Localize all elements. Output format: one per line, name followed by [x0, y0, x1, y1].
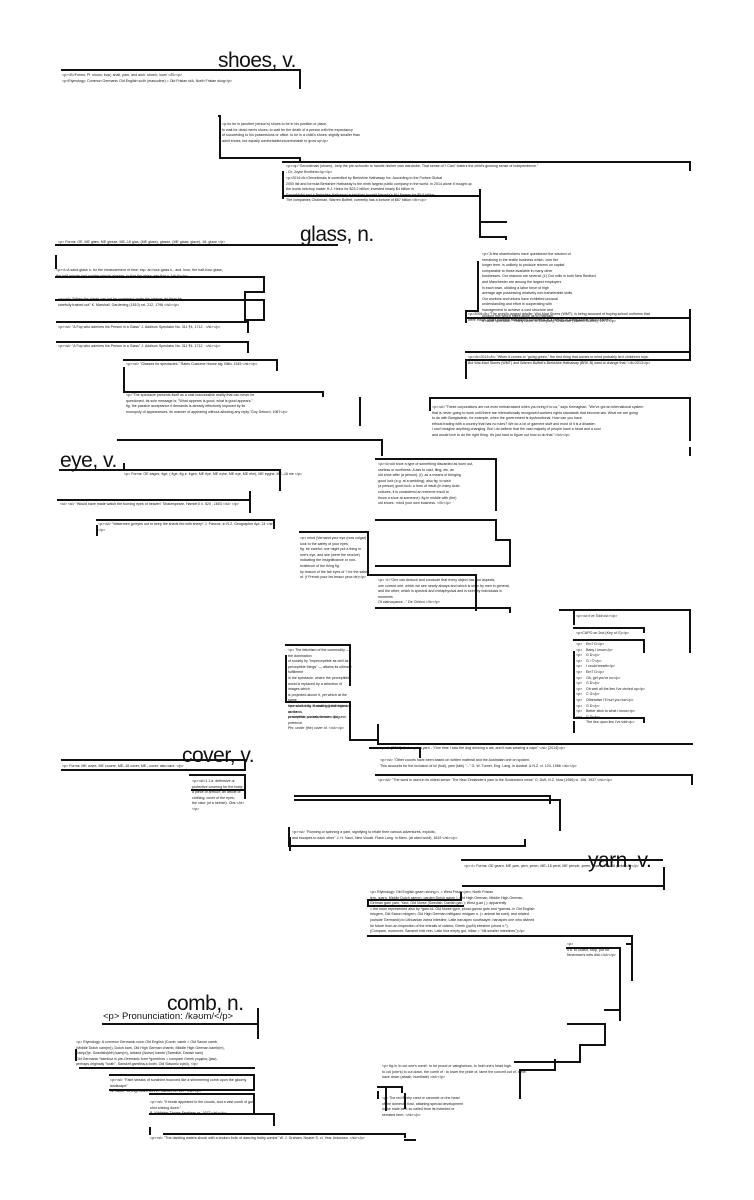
eye-sense-mind: <p> mind (Vernand your eye (now vulgar) … [300, 536, 368, 580]
comb-quote-whitaker: <p><sl> "It break appeared in the clouds… [150, 1100, 255, 1116]
pronunciation-comb: <p> Pronunciation: /kəʊm/</p> [103, 1011, 234, 1022]
headword-yarn: yarn, v. [588, 849, 652, 872]
yarn-quote-duff: <p><sl> "The word is used in its oldest … [378, 778, 613, 782]
comb-sense-fowl: <p> The red fleshy crest or caruncle on … [382, 1096, 464, 1117]
headword-eye: eye, v. [60, 449, 117, 472]
shoes-walmart-2013: <p><b>2013</b> "When it comes to "going … [468, 355, 651, 365]
eye-forms: <p> Forms: OE eages, ēge, ( ēge, ēg-e, ē… [124, 472, 302, 476]
comb-sense-cut-comb: <p> fig.in 'to cut one's comb': to be pr… [382, 1064, 527, 1080]
shoes-sense: <p>to be in (another person's) shoes to … [222, 122, 361, 143]
glass-quote-addison-1: <p><sl> "A Fop who admires his Person in… [58, 325, 221, 329]
shoes-hathaway-note: <p>2014</b>Gerontimals is controlled by … [286, 176, 472, 203]
eye-quote-pascoe: <p><sl> "Watermen go'eyes out to keep th… [98, 522, 275, 532]
cover-sense-protective: <p><ol>1.1.a. defensive or protective co… [192, 779, 245, 811]
yarn-sense-collect: <p> II.8. to collect, stop, put for fish… [567, 942, 616, 958]
glass-debord-quote: <p>"The spectacle presents itself as a v… [126, 393, 288, 414]
yarn-spin-a-yarn: <p><l>[2014]</l> to spin a yarn - "One t… [380, 746, 566, 750]
headword-glass: glass, n. [300, 223, 374, 246]
comb-quote-black: <p><sl> "Faint streaks of sunshine bounc… [110, 1078, 247, 1094]
headword-cover: cover, v. [182, 744, 255, 767]
eye-chirico-quote: <p> <l>"One can deduce and conclude that… [378, 578, 510, 605]
shoes-kernaghan-quote: <p><ol>"These corporations are not even … [432, 405, 644, 437]
yarn-etymology: <p> Etymology: Old English gearn strong … [370, 890, 535, 934]
yarn-quote-vaux: <p><sl> "Running or spinning a yarn, sig… [292, 830, 458, 840]
shoes-quote-brothers: <p><q>"Gerontimals (shoes)...help the pr… [286, 164, 539, 174]
comb-quote-graham: <p><sl> "The darkling waters shook with … [150, 1136, 365, 1140]
comb-etymology: <p> Etymology: A common Germanic noun Ol… [76, 1040, 225, 1067]
yarn-quote-turner: <p><sl> "Other counts have been based on… [380, 758, 577, 768]
cover-forms: <p> Forms: ME covre, ME couere, ME–16 co… [62, 764, 184, 768]
yarn-song-title: <p><ul>I've Told</ul></p> [576, 614, 618, 618]
glass-quote-marshall: <p><sl> "When the plants can not be cont… [58, 297, 182, 307]
eye-quote-shakespeare: <sl> <sl> "Would have made watch the bur… [60, 502, 239, 506]
yarn-song-p-tags: <p> <p> <p> <p> <p> <p> <p> <p> <p> <p> … [576, 642, 583, 719]
glass-quote-addison-2: <p><sl> "A Fop who admires his Person in… [58, 344, 221, 348]
yarn-song-capo: <p>CAPO on 2nd (Key of G)</p> [576, 631, 629, 635]
shoes-walmart-2006: <p>2006</b>"The world's largest retailer… [468, 312, 650, 322]
shoes-forms: <p><B>Forms: Pl. shoos; bus(; shall, pam… [62, 73, 233, 83]
headword-comb: comb, n. [167, 992, 244, 1015]
glass-forms: <p> Forms: OE, ME glæs, ME glesse, ME–16… [58, 240, 226, 244]
shoes-old-shoe: <p><li>old shoe a type of something disc… [378, 462, 474, 506]
glass-sense-hourglass: <p><l>A sand-glass n. for the measuremen… [56, 268, 223, 278]
yarn-forms: <p><l> Forms: OE gearn, ME ȝarn, ȝern, ȝ… [464, 864, 639, 868]
yarn-song-lyrics: Em7 D</p> Baby I know</p> G D</p> G / ©<… [586, 642, 646, 725]
headword-shoes: shoes, v. [218, 49, 296, 72]
glass-quote-rates: <p><sl> "Glasses for spectacles." Rates … [126, 362, 258, 366]
cover-sense-fig: <p><ol>3.4 fig. Something that hides, co… [288, 704, 348, 731]
shoes-buffett-letter: <p>"A few shareholders have questioned t… [482, 252, 616, 324]
cover-debord-quote: <p> The fetichism of the commodity — the… [288, 648, 352, 720]
